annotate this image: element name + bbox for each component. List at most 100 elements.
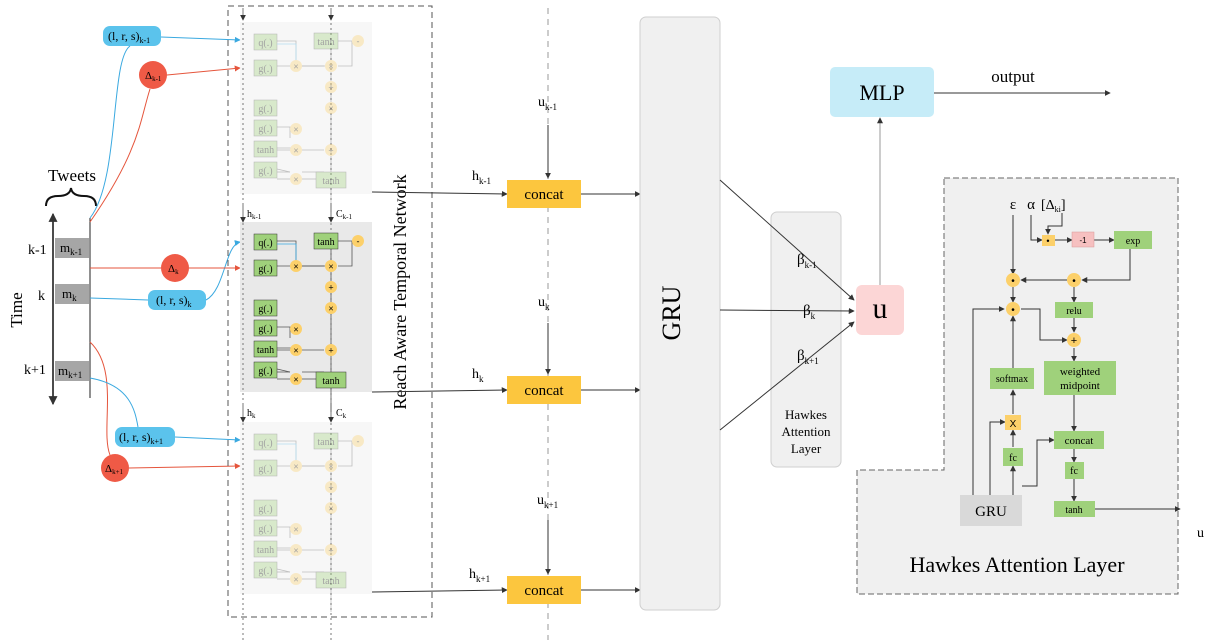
op-times-6: × (290, 173, 302, 185)
svg-text:-: - (357, 37, 360, 47)
svg-text:g(.): g(.) (258, 524, 272, 535)
svg-text:g(.): g(.) (258, 124, 272, 135)
svg-text:×: × (328, 262, 333, 272)
op-times-6: × (290, 573, 302, 585)
op-plus-1: + (325, 281, 337, 293)
detail-plus-node: + (1067, 333, 1081, 347)
concat-box-k+1: concat (507, 576, 581, 604)
gru-block: GRU (639, 16, 721, 611)
weighted-midpoint-node: weighted midpoint (1044, 361, 1116, 395)
svg-text:•: • (1072, 276, 1076, 287)
svg-text:×: × (293, 546, 298, 556)
svg-text:×: × (293, 575, 298, 585)
svg-text:Layer: Layer (791, 441, 822, 456)
message-box-k-1: mk-1 (55, 238, 89, 258)
op-plus-2: + (325, 344, 337, 356)
gate-g2: g(.) (253, 99, 278, 117)
svg-text:×: × (293, 175, 298, 185)
op-times-1: × (290, 60, 302, 72)
svg-text:g(.): g(.) (258, 104, 272, 115)
svg-text:-1: -1 (1079, 236, 1087, 245)
temporal-network-frame (227, 5, 433, 618)
svg-text:(l, r, s)k+1: (l, r, s)k+1 (119, 430, 163, 446)
decay-dot-node: • (1067, 273, 1081, 287)
svg-text:tanh: tanh (322, 176, 339, 187)
svg-text:mk: mk (62, 286, 77, 303)
svg-text:×: × (293, 62, 298, 72)
step-label-k+1: k+1 (24, 363, 46, 378)
op-times-5: × (290, 144, 302, 156)
concat-box-k: concat (507, 376, 581, 404)
svg-text:mk+1: mk+1 (58, 363, 82, 380)
temporal-network-label: Reach Aware Temporal Network (390, 174, 410, 409)
cell-state-h-k-1: hk-1 (247, 209, 262, 221)
hawkes-detail-wires (972, 213, 1181, 512)
op-plus-1: + (325, 81, 337, 93)
svg-text:u: u (873, 292, 888, 325)
h-label-k: hk (472, 367, 484, 384)
svg-text:+: + (328, 546, 333, 556)
beta-k+1: βk+1 (797, 348, 819, 366)
svg-text:g(.): g(.) (258, 464, 272, 475)
svg-text:tanh: tanh (317, 437, 334, 448)
op-times-4: × (290, 523, 302, 535)
softmax-node: softmax (990, 368, 1034, 389)
svg-text:tanh: tanh (257, 345, 274, 356)
svg-text:×: × (293, 262, 298, 272)
op-plus-2: + (325, 144, 337, 156)
svg-text:×: × (328, 504, 333, 514)
svg-text:•: • (1011, 305, 1015, 316)
svg-text:-: - (357, 237, 360, 247)
svg-text:concat: concat (524, 383, 564, 399)
cell-state-h-k: hk (247, 408, 256, 420)
exp-node: exp (1114, 231, 1152, 249)
gate-g1: g(.) (253, 459, 278, 477)
epsilon-symbol: ε (1010, 197, 1016, 213)
svg-text:×: × (293, 462, 298, 472)
svg-text:weighted: weighted (1060, 366, 1101, 378)
gate-tanh-bottom: tanh (315, 171, 347, 189)
svg-text:tanh: tanh (317, 37, 334, 48)
svg-text:Δk-1: Δk-1 (145, 70, 162, 83)
op-times-4: × (290, 123, 302, 135)
svg-text:+: + (328, 346, 333, 356)
lstm-cell-0: q(.)g(.)g(.)g(.)tanhg(.)tanhtanh-××+××+×… (253, 32, 364, 212)
concat-box-k-1: concat (507, 180, 581, 208)
svg-text:tanh: tanh (317, 237, 334, 248)
svg-text:g(.): g(.) (258, 304, 272, 315)
u-input-k-1: uk-1 (538, 95, 557, 112)
svg-text:q(.): q(.) (258, 238, 272, 249)
svg-text:×: × (328, 462, 333, 472)
step-label-k: k (38, 289, 45, 304)
gate-g1: g(.) (253, 59, 278, 77)
op-minus: - (352, 35, 364, 47)
gate-g4: g(.) (253, 161, 278, 179)
svg-text:GRU: GRU (657, 285, 686, 340)
neg-one-node: -1 (1071, 231, 1095, 248)
svg-text:+: + (328, 146, 333, 156)
svg-text:×: × (293, 125, 298, 135)
svg-text:Δk: Δk (168, 263, 179, 276)
h-label-k+1: hk+1 (469, 567, 490, 584)
svg-text:g(.): g(.) (258, 366, 272, 377)
op-plus-2: + (325, 544, 337, 556)
cell-panel-k+1 (240, 422, 372, 594)
svg-text:g(.): g(.) (258, 64, 272, 75)
op-times-3: × (325, 502, 337, 514)
svg-text:×: × (293, 375, 298, 385)
svg-text:X: X (1010, 419, 1017, 430)
gate-tanh-left: tanh (253, 540, 278, 558)
svg-text:tanh: tanh (1065, 505, 1082, 516)
gate-g2: g(.) (253, 499, 278, 517)
cell-panel-k-1 (240, 22, 372, 194)
gate-tanh-top: tanh (313, 232, 339, 250)
svg-text:tanh: tanh (322, 376, 339, 387)
attention-dot-node: • (1006, 302, 1020, 316)
op-times-3: × (325, 302, 337, 314)
message-box-k: mk (55, 284, 89, 304)
op-times-2: × (325, 260, 337, 272)
message-box-k+1: mk+1 (55, 361, 89, 381)
op-times-5: × (290, 544, 302, 556)
svg-text:×: × (328, 62, 333, 72)
